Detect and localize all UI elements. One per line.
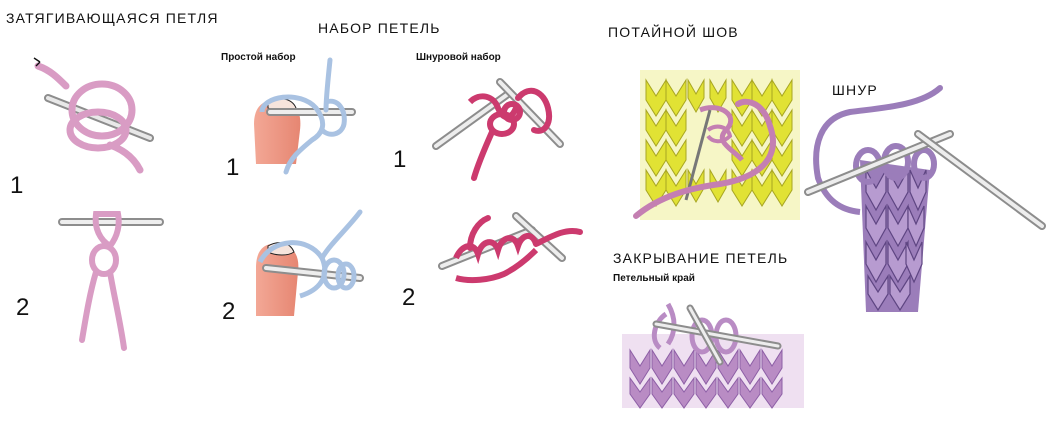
cable-cast-on-step1-illustration: [432, 78, 564, 181]
invisible-seam-illustration: [633, 70, 800, 220]
slip-knot-step1-number: 1: [10, 172, 24, 199]
simple-cast-on-step2-number: 2: [222, 298, 236, 325]
slip-knot-step2-illustration: [58, 211, 164, 351]
cable-cast-on-step2-number: 2: [402, 284, 416, 311]
bind-off-illustration: [622, 302, 804, 409]
slip-knot-title: ЗАТЯГИВАЮЩАЯСЯ ПЕТЛЯ: [6, 10, 219, 26]
simple-cast-on-label: Простой набор: [221, 52, 296, 63]
simple-cast-on-step2-illustration: [256, 209, 364, 316]
invisible-seam-title: ПОТАЙНОЙ ШОВ: [608, 24, 739, 40]
cable-cast-on-step2-illustration: [438, 212, 583, 284]
cable-cast-on-step1-number: 1: [393, 146, 407, 173]
bind-off-title: ЗАКРЫВАНИЕ ПЕТЕЛЬ: [613, 250, 789, 266]
cable-cast-on-label: Шнуровой набор: [416, 52, 501, 63]
simple-cast-on-step1-number: 1: [226, 154, 240, 181]
slip-knot-step1-illustration: [33, 57, 154, 174]
simple-cast-on-step1-illustration: [254, 57, 356, 175]
cord-title: ШНУР: [832, 82, 878, 98]
cord-illustration: [804, 85, 1046, 312]
cast-on-title: НАБОР ПЕТЕЛЬ: [318, 20, 441, 36]
bind-off-edge-label: Петельный край: [613, 273, 695, 284]
slip-knot-step2-number: 2: [16, 294, 30, 321]
